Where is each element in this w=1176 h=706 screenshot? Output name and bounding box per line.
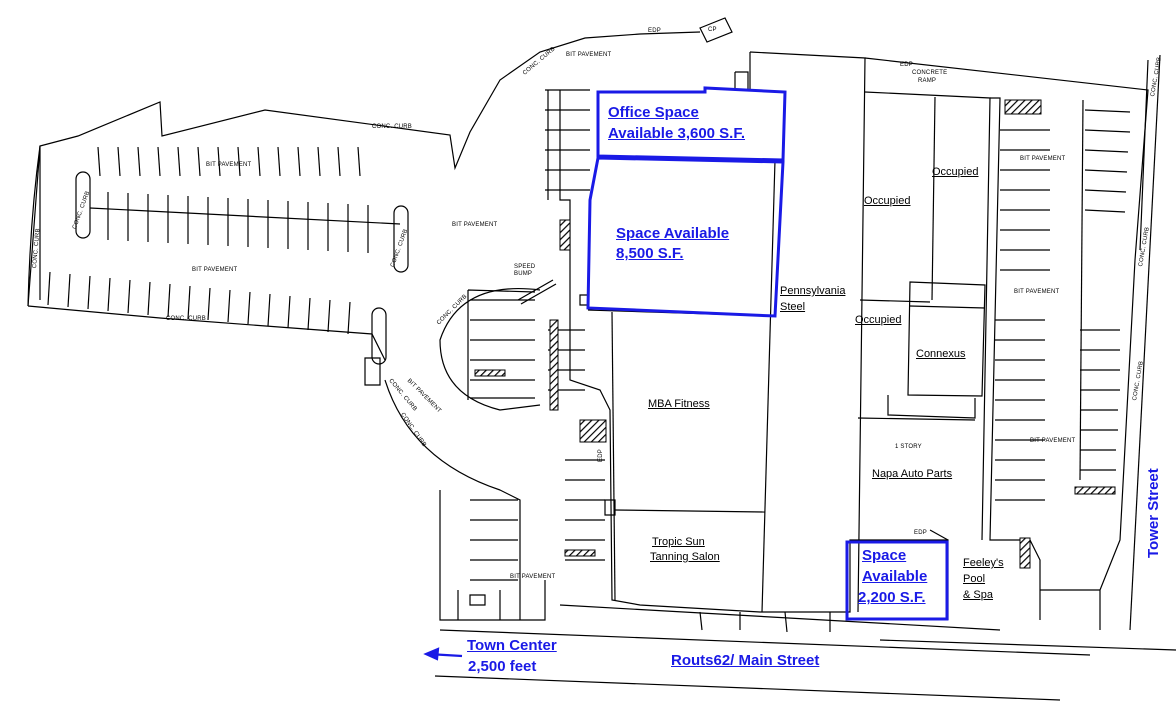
hatch-pad-5 xyxy=(474,369,506,377)
town-center-arrow xyxy=(423,647,463,661)
west-island-right xyxy=(393,205,409,273)
west-island-left xyxy=(75,171,91,239)
tenant-mba-fitness: MBA Fitness xyxy=(648,398,710,410)
tenant-napa: Napa Auto Parts xyxy=(872,468,953,480)
bit-pavement-2: BIT PAVEMENT xyxy=(206,162,252,168)
tenant-napa-story: 1 STORY xyxy=(895,444,922,450)
main-street-line-upper xyxy=(439,629,1091,656)
speed-bump-1: SPEED xyxy=(514,264,536,270)
bit-pavement-7: BIT PAVEMENT xyxy=(1030,438,1076,444)
bit-pavement-6: BIT PAVEMENT xyxy=(1014,289,1060,295)
hatch-pad-3 xyxy=(549,319,559,411)
hatch-pad-7 xyxy=(1074,486,1116,495)
bit-pavement-3: BIT PAVEMENT xyxy=(192,267,238,273)
bit-pavement-8: BIT PAVEMENT xyxy=(510,574,556,580)
bit-pavement-5: BIT PAVEMENT xyxy=(1020,156,1066,162)
main-space-label-2: 8,500 S.F. xyxy=(616,245,684,262)
concrete-ramp-2: RAMP xyxy=(918,78,937,84)
tenant-tropic-sun-1: Tropic Sun xyxy=(652,536,705,548)
west-parking-lot xyxy=(27,31,701,361)
small-space-label-3: 2,200 S.F. xyxy=(858,589,926,606)
conc-curb-2: CONC. CURB xyxy=(166,316,207,322)
hatch-pad-2 xyxy=(559,219,571,251)
edp-1: EDP xyxy=(648,28,661,34)
bit-pavement-1: BIT PAVEMENT xyxy=(566,52,612,58)
hatch-pad-6 xyxy=(564,549,596,557)
office-space-outline xyxy=(596,86,787,162)
cp-label: CP xyxy=(708,27,717,33)
entrance-drive xyxy=(384,379,521,620)
west-lot-stalls-middle xyxy=(107,192,369,253)
main-space-label-1: Space Available xyxy=(616,225,730,242)
tenant-tropic-sun-2: Tanning Salon xyxy=(650,551,720,563)
office-space-label-2: Available 3,600 S.F. xyxy=(608,125,746,142)
tenant-occupied-2: Occupied xyxy=(932,166,979,178)
town-center-label-1: Town Center xyxy=(467,637,557,654)
speed-bump-2: BUMP xyxy=(514,271,533,277)
hatch-pad-8 xyxy=(1019,537,1031,569)
hatch-pad-1 xyxy=(1004,99,1042,115)
tenant-penn-steel-1: Pennsylvania xyxy=(780,285,846,297)
main-street-line-lower xyxy=(434,675,1061,701)
office-space-label-1: Office Space xyxy=(608,104,699,121)
edp-4: EDP xyxy=(598,449,604,462)
concrete-ramp-1: CONCRETE xyxy=(912,70,948,76)
edp-3: EDP xyxy=(914,530,927,536)
main-street-label: Routs62/ Main Street xyxy=(671,652,820,669)
small-space-label-2: Available xyxy=(862,568,928,585)
east-parking xyxy=(864,57,1149,630)
tenant-occupied-1: Occupied xyxy=(864,195,911,207)
main-building xyxy=(559,90,949,620)
tenant-feeleys-1: Feeley's xyxy=(963,557,1004,569)
west-lot-stalls-upper xyxy=(97,146,361,177)
tenant-penn-steel-2: Steel xyxy=(780,301,806,313)
tenant-occupied-3: Occupied xyxy=(855,314,902,326)
small-space-label-1: Space xyxy=(862,547,907,564)
tower-street-label: Tower Street xyxy=(1145,468,1162,558)
main-space-outline xyxy=(586,156,785,318)
tower-street-line xyxy=(1129,54,1161,631)
bit-pavement-4: BIT PAVEMENT xyxy=(452,222,498,228)
town-center-label-2: 2,500 feet xyxy=(468,658,537,675)
conc-curb-1: CONC. CURB xyxy=(372,124,413,130)
west-lot-stalls-lower xyxy=(47,271,351,335)
tenant-connexus: Connexus xyxy=(916,348,966,360)
edp-2: EDP xyxy=(900,62,913,68)
tenant-feeleys-3: & Spa xyxy=(963,589,993,601)
small-space-outline xyxy=(845,540,949,621)
tenant-feeleys-2: Pool xyxy=(963,573,986,585)
hatch-pad-4 xyxy=(579,419,607,443)
